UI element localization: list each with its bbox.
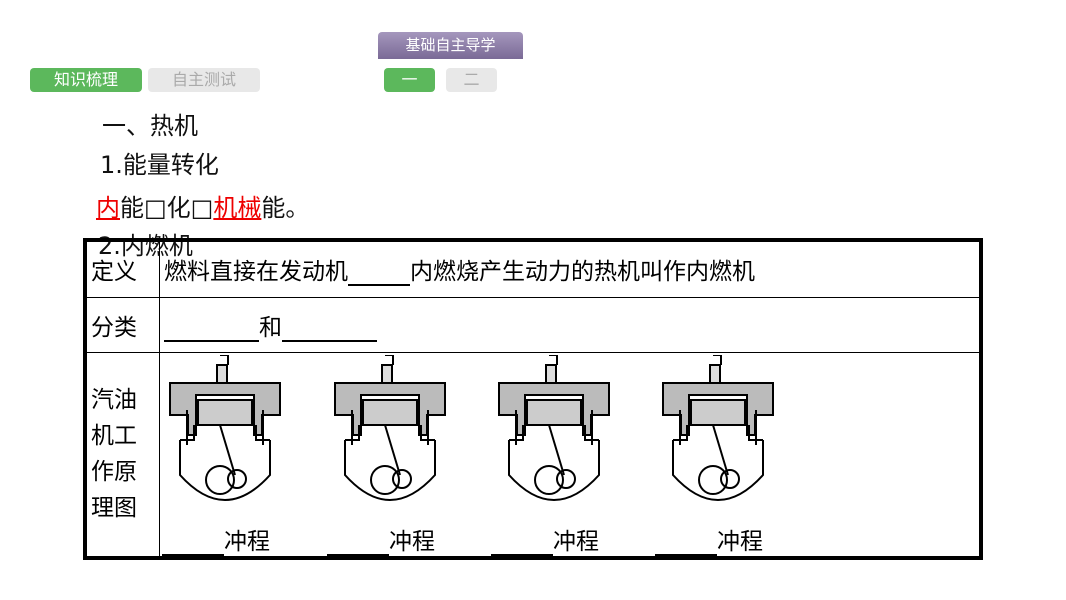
stroke-text: 冲程	[224, 529, 270, 555]
blank	[655, 532, 717, 556]
label-definition: 定义	[84, 239, 160, 298]
engine-table: 定义 燃料直接在发动机 内燃烧产生动力的热机叫作内燃机 分类 和 汽油机工作原理图	[83, 238, 983, 560]
engine-stroke-diagram-4	[658, 354, 778, 515]
conv-text: 能□化□	[120, 194, 214, 222]
answer-mechanical: 机械	[213, 194, 262, 222]
stroke-text: 冲程	[553, 529, 599, 555]
stroke-label-2: 冲程	[327, 522, 435, 556]
blank	[162, 532, 224, 556]
stroke-text: 冲程	[717, 529, 763, 555]
page-1-button[interactable]: 一	[384, 68, 435, 92]
engine-stroke-diagram-1	[165, 354, 285, 515]
blank	[282, 318, 377, 342]
def-b: 内燃烧产生动力的热机叫作内燃机	[410, 259, 755, 286]
energy-conversion: 内能□化□机械能。	[96, 188, 309, 223]
definition-cell: 燃料直接在发动机 内燃烧产生动力的热机叫作内燃机	[159, 239, 982, 298]
label-category: 分类	[84, 296, 160, 353]
stroke-label-4: 冲程	[655, 522, 763, 556]
engine-stroke-diagram-2	[330, 354, 450, 515]
answer-internal: 内	[96, 194, 120, 222]
page-2-button[interactable]: 二	[446, 68, 497, 92]
blank	[491, 532, 553, 556]
engine-stroke-diagram-3	[494, 354, 614, 515]
stroke-label-1: 冲程	[162, 522, 270, 556]
label-diagram: 汽油机工作原理图	[84, 351, 160, 559]
tab-knowledge[interactable]: 知识梳理	[30, 68, 142, 92]
tab-self-test[interactable]: 自主测试	[148, 68, 260, 92]
blank	[327, 532, 389, 556]
category-cell: 和	[159, 296, 982, 353]
blank	[348, 262, 410, 287]
stroke-text: 冲程	[389, 529, 435, 555]
subheading-energy: 1.能量转化	[100, 151, 219, 179]
blank	[164, 318, 259, 342]
section-title: 基础自主导学	[378, 32, 523, 59]
conj: 和	[259, 314, 282, 341]
def-a: 燃料直接在发动机	[164, 259, 348, 286]
stroke-label-3: 冲程	[491, 522, 599, 556]
conv-end: 能。	[261, 194, 310, 222]
heading: 一、热机	[102, 112, 198, 140]
